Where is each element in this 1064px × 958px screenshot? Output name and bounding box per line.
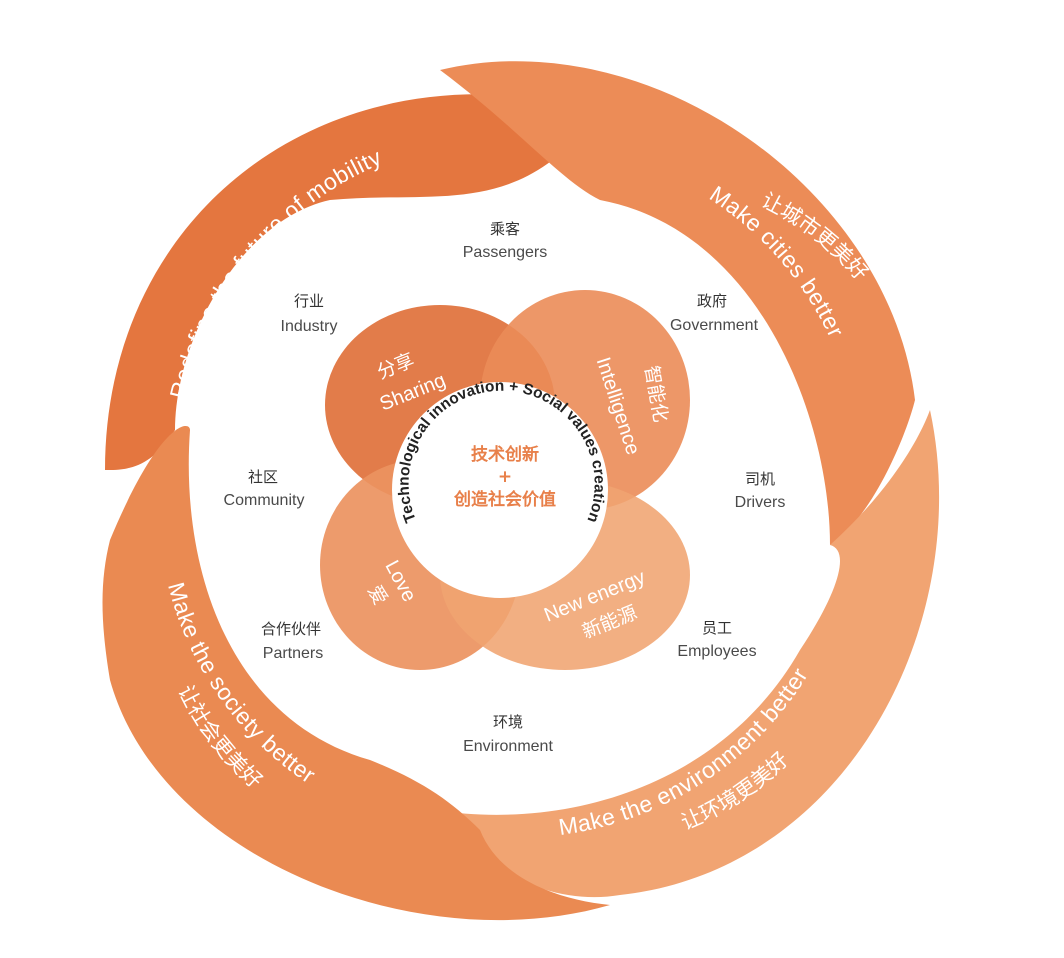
stakeholder-industry-cn: 行业 — [294, 292, 324, 310]
stakeholders: 乘客 Passengers 政府 Government 司机 Drivers 员… — [224, 220, 786, 755]
stakeholder-government-cn: 政府 — [697, 292, 727, 310]
stakeholder-environment-cn: 环境 — [493, 713, 523, 731]
segment-top-left — [105, 94, 600, 470]
core-line2: 创造社会价值 — [453, 489, 556, 510]
core-line1: 技术创新 — [471, 444, 539, 465]
core-circle — [392, 382, 608, 598]
stakeholder-industry-en: Industry — [281, 318, 338, 335]
stakeholder-drivers-en: Drivers — [735, 494, 786, 511]
stakeholder-passengers-en: Passengers — [463, 244, 548, 261]
stakeholder-passengers-cn: 乘客 — [490, 220, 520, 238]
stakeholder-drivers-cn: 司机 — [745, 470, 775, 488]
stakeholder-government-en: Government — [670, 317, 759, 334]
stakeholder-employees-cn: 员工 — [702, 619, 732, 637]
stakeholder-environment-en: Environment — [463, 738, 553, 755]
segment-bottom-left — [102, 426, 610, 921]
segment-bottom-right — [435, 410, 940, 898]
stakeholder-partners-cn: 合作伙伴 — [261, 620, 321, 638]
core-plus: + — [498, 467, 512, 487]
outer-ring — [102, 61, 940, 921]
stakeholder-partners-en: Partners — [263, 645, 323, 662]
segment-top-right — [440, 61, 915, 545]
stakeholder-community-en: Community — [224, 492, 305, 509]
stakeholder-employees-en: Employees — [677, 643, 756, 660]
stakeholder-community-cn: 社区 — [248, 468, 278, 486]
